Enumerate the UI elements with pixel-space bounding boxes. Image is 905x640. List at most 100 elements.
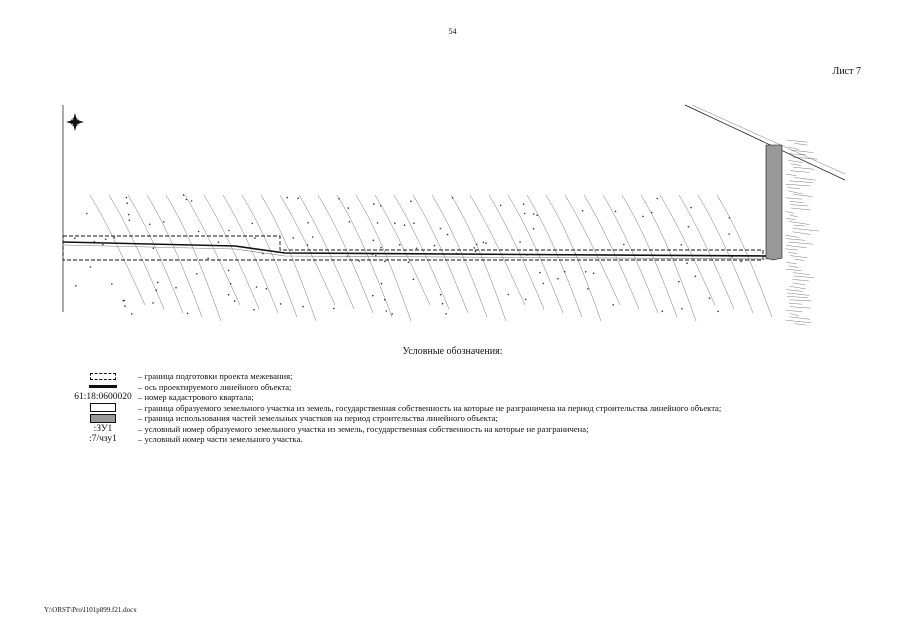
survey-point xyxy=(372,294,374,297)
legend: – граница подготовки проекта межевания; … xyxy=(68,371,768,445)
survey-point xyxy=(384,260,386,263)
hatch-line xyxy=(790,204,809,207)
hatch-line xyxy=(785,211,794,214)
contour-line xyxy=(716,194,773,318)
legend-item-text: – номер кадастрового квартала; xyxy=(138,392,254,402)
survey-point xyxy=(347,207,350,209)
survey-point xyxy=(623,243,625,246)
contour-line xyxy=(697,194,754,314)
survey-point xyxy=(227,293,230,296)
survey-point xyxy=(539,271,541,274)
white-rect-icon xyxy=(90,403,116,413)
contour-line xyxy=(659,194,716,306)
survey-point xyxy=(233,300,236,302)
survey-point xyxy=(694,275,697,278)
contour-line xyxy=(621,194,678,318)
survey-point xyxy=(127,213,130,216)
contour-line xyxy=(241,194,298,318)
survey-point xyxy=(439,227,442,230)
survey-point xyxy=(475,243,478,246)
hatch-line xyxy=(786,296,809,298)
contour-line xyxy=(507,194,564,314)
legend-item-text: – условный номер части земельного участк… xyxy=(138,434,303,444)
survey-point xyxy=(175,286,177,289)
survey-point xyxy=(311,236,314,238)
hatch-line xyxy=(785,184,810,187)
hatch-line xyxy=(790,207,811,211)
survey-point xyxy=(380,282,383,285)
survey-point xyxy=(485,242,487,244)
survey-point xyxy=(302,305,304,308)
survey-points xyxy=(74,194,742,315)
hatch-line xyxy=(788,160,803,163)
contour-line xyxy=(260,194,317,322)
survey-point xyxy=(399,244,401,246)
survey-point xyxy=(563,270,566,273)
contour-line xyxy=(564,194,621,306)
survey-point xyxy=(338,198,340,200)
survey-point xyxy=(111,283,113,285)
hatch-line xyxy=(789,255,808,258)
hatch-line xyxy=(791,150,814,153)
hatch-line xyxy=(785,218,796,220)
hatch-line xyxy=(794,143,808,146)
hatch-line xyxy=(793,272,810,275)
hatch-line xyxy=(786,245,807,248)
survey-point xyxy=(391,313,394,315)
hatch-line xyxy=(793,167,815,170)
survey-point xyxy=(687,225,690,228)
hatch-line xyxy=(794,177,816,181)
survey-point xyxy=(412,278,415,281)
survey-point xyxy=(380,246,382,249)
survey-point xyxy=(254,237,256,239)
page-number: 54 xyxy=(448,27,457,36)
contour-line xyxy=(450,194,507,322)
contour-line xyxy=(317,194,374,314)
survey-point xyxy=(104,238,107,241)
survey-point xyxy=(740,260,742,263)
survey-point xyxy=(228,229,230,232)
footer-file-path: Y:\ORST\Pro\l101p899.f21.docx xyxy=(44,606,137,614)
hatch-line xyxy=(790,313,799,317)
contour-line xyxy=(469,194,526,306)
legend-item-text: – ось проектируемого линейного объекта; xyxy=(138,381,292,392)
hatch-line xyxy=(789,316,810,320)
survey-point xyxy=(642,215,644,218)
hatch-line xyxy=(785,269,802,271)
hatch-line xyxy=(789,180,814,183)
contour-line xyxy=(108,194,165,310)
legend-item-axis: – ось проектируемого линейного объекта; xyxy=(68,382,768,393)
survey-point xyxy=(532,227,535,230)
contour-line xyxy=(393,194,450,310)
hatch-line xyxy=(785,248,798,251)
hatch-line xyxy=(785,235,799,238)
contour-line xyxy=(184,194,241,306)
legend-symbol-text: :ЗУ1 xyxy=(93,423,113,434)
survey-point xyxy=(207,257,209,260)
survey-point xyxy=(297,197,299,200)
survey-point xyxy=(523,212,526,215)
contour-line xyxy=(583,194,640,310)
survey-point xyxy=(333,307,335,310)
hatch-line xyxy=(788,146,800,150)
contour-line xyxy=(336,194,393,318)
survey-point xyxy=(394,222,396,225)
survey-point xyxy=(415,247,418,250)
survey-point xyxy=(708,297,711,299)
contour-line xyxy=(89,194,146,306)
hatch-line xyxy=(785,309,803,313)
survey-point xyxy=(581,210,584,212)
survey-point xyxy=(307,222,309,224)
survey-point xyxy=(410,200,412,202)
survey-point xyxy=(614,210,617,213)
survey-point xyxy=(717,310,719,313)
survey-point xyxy=(681,308,683,310)
contour-line xyxy=(298,194,355,310)
hatch-line xyxy=(786,139,808,143)
hatch-line xyxy=(794,258,805,261)
survey-point xyxy=(286,196,289,199)
contour-line xyxy=(165,194,222,322)
terrain-hatch xyxy=(785,139,820,326)
survey-point xyxy=(372,239,375,242)
survey-point xyxy=(380,205,382,207)
